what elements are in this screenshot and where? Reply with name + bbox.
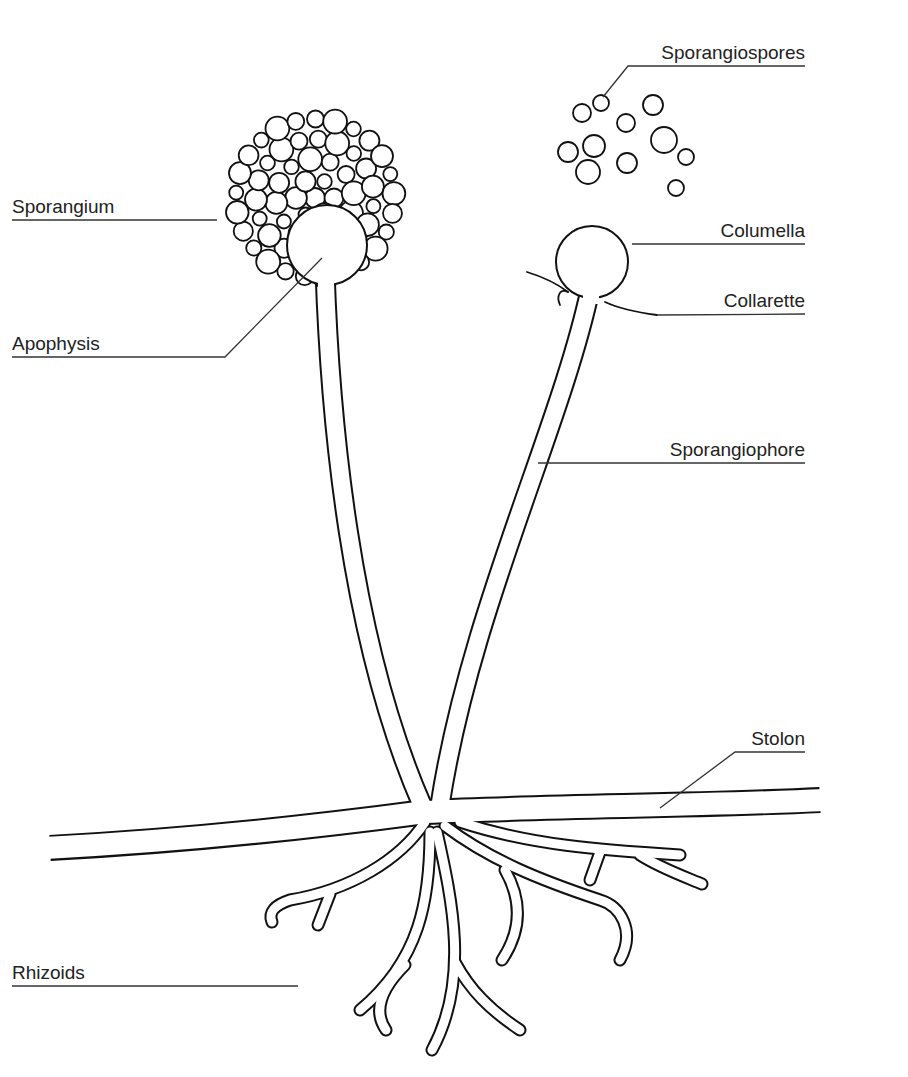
part-label: Rhizoids <box>12 962 85 984</box>
sporangiospores <box>558 95 694 196</box>
columella <box>556 226 628 298</box>
collarette <box>527 272 657 315</box>
part-label: Stolon <box>751 728 805 750</box>
part-label: Apophysis <box>12 333 100 355</box>
sporangiophore-stalk <box>440 290 590 805</box>
rhizoids <box>271 822 702 1050</box>
part-label: Collarette <box>724 290 805 312</box>
apophysis <box>287 205 367 285</box>
part-label: Sporangiospores <box>661 42 805 64</box>
part-label: Sporangiophore <box>670 439 805 461</box>
sporangium <box>226 110 405 288</box>
leader-lines <box>12 66 805 986</box>
part-label: Columella <box>721 220 805 242</box>
part-label: Sporangium <box>12 196 114 218</box>
sporangiophore-stalk <box>325 270 422 805</box>
